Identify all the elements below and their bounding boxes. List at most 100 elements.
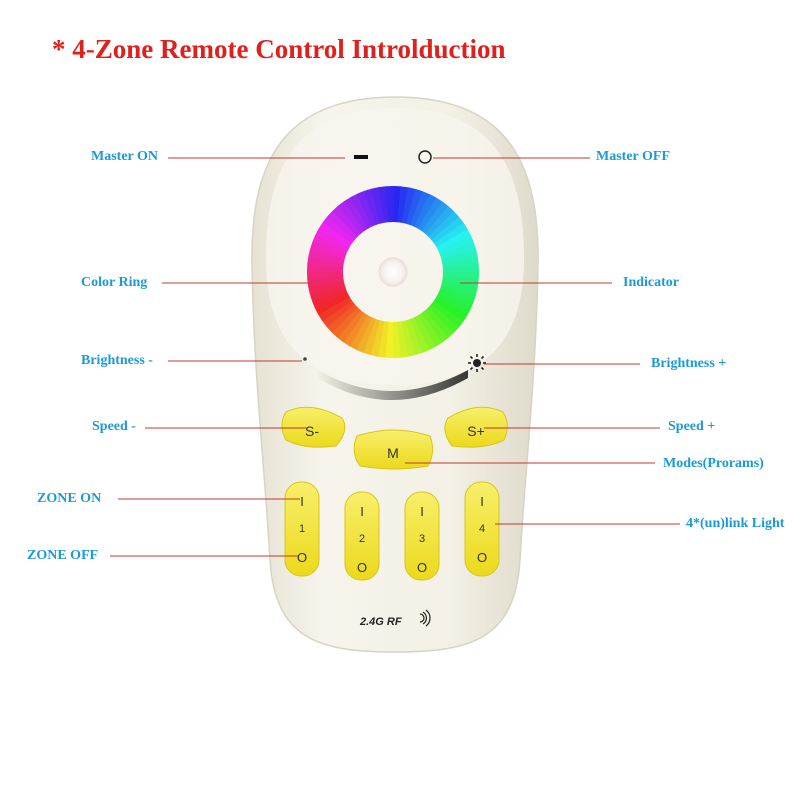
master-off-button-mark bbox=[418, 150, 432, 164]
color-ring-segment bbox=[337, 200, 365, 234]
color-ring-segment bbox=[442, 276, 479, 289]
zone-key-off-symbol: O bbox=[297, 550, 307, 565]
rf-label: 2.4G RF bbox=[359, 616, 402, 628]
color-ring-segment bbox=[326, 303, 358, 333]
color-ring-segment bbox=[436, 229, 472, 252]
color-ring-segment bbox=[433, 222, 469, 248]
color-ring-segment bbox=[314, 292, 350, 315]
color-ring-segment bbox=[425, 206, 455, 238]
color-ring-segment bbox=[427, 304, 459, 334]
speed-minus-key-label: S- bbox=[305, 423, 319, 439]
color-ring-segment bbox=[442, 272, 479, 281]
color-ring-segment bbox=[327, 210, 359, 240]
zone-key-number: 4 bbox=[479, 523, 485, 535]
color-ring-segment bbox=[308, 280, 345, 295]
label-brightness-plus: Brightness + bbox=[651, 356, 727, 371]
color-ring-segment bbox=[342, 312, 368, 347]
zone-key-on-symbol: I bbox=[420, 504, 424, 519]
master-on-button-mark bbox=[354, 155, 368, 159]
leader-lines bbox=[110, 157, 680, 557]
color-ring-segment bbox=[439, 284, 477, 303]
color-ring-segment bbox=[414, 194, 437, 230]
color-ring-segment bbox=[433, 297, 468, 323]
mode-key[interactable]: M bbox=[353, 429, 434, 470]
rf-wave-icon bbox=[419, 609, 431, 627]
zone-key-on-symbol: I bbox=[480, 494, 484, 509]
color-ring-segment bbox=[321, 300, 355, 328]
zone-key-number: 3 bbox=[419, 533, 425, 545]
color-ring-segment bbox=[424, 307, 454, 339]
label-zone-on: ZONE ON bbox=[37, 491, 102, 506]
color-ring-segment bbox=[376, 321, 389, 358]
label-brightness-minus: Brightness - bbox=[81, 353, 153, 368]
color-ring-segment bbox=[435, 293, 471, 316]
color-ring-segment bbox=[418, 197, 444, 232]
color-ring-segment bbox=[331, 306, 361, 338]
zone-key-off-symbol: O bbox=[357, 560, 367, 575]
color-ring-segment bbox=[409, 317, 430, 354]
label-master-on: Master ON bbox=[91, 149, 158, 164]
mode-key-label: M bbox=[387, 445, 399, 461]
label-speed-plus: Speed + bbox=[668, 419, 716, 434]
color-ring bbox=[307, 186, 479, 358]
color-ring-segment bbox=[397, 186, 410, 223]
color-ring-segment bbox=[428, 211, 460, 241]
indicator-light bbox=[378, 257, 408, 287]
color-ring-segment bbox=[421, 310, 449, 344]
color-ring-segment bbox=[401, 320, 416, 357]
color-ring-segment bbox=[307, 255, 344, 268]
color-ring-segment bbox=[369, 320, 385, 357]
brightness-minus-icon bbox=[303, 357, 307, 361]
color-ring-segment bbox=[385, 186, 395, 223]
speed-plus-key[interactable]: S+ bbox=[444, 406, 508, 448]
zone-key-1[interactable]: I 1O bbox=[284, 481, 320, 577]
color-ring-segment bbox=[362, 318, 381, 356]
color-ring-segment bbox=[308, 248, 345, 264]
zone-key-on-symbol: I bbox=[360, 504, 364, 519]
color-ring-segment bbox=[311, 288, 348, 309]
brightness-slider bbox=[318, 370, 468, 400]
diagram-title: * 4-Zone Remote Control Introlduction bbox=[52, 34, 506, 64]
color-ring-segment bbox=[315, 228, 351, 251]
color-ring-segment bbox=[430, 300, 464, 329]
color-ring-segment bbox=[401, 187, 417, 224]
color-ring-segment bbox=[410, 191, 431, 227]
zone-key-4[interactable]: I4O bbox=[464, 481, 500, 577]
color-ring-segment bbox=[421, 201, 450, 235]
color-ring-segment bbox=[417, 312, 443, 348]
zone-key-3[interactable]: I3O bbox=[404, 491, 440, 581]
speed-plus-key-label: S+ bbox=[467, 423, 485, 439]
color-ring-segment bbox=[442, 264, 479, 274]
zone-key-2[interactable]: I 2O bbox=[344, 491, 380, 581]
color-ring-segment bbox=[309, 241, 347, 260]
color-ring-segment bbox=[438, 289, 474, 310]
color-ring-segment bbox=[441, 280, 478, 296]
color-ring-segment bbox=[355, 317, 376, 353]
label-master-off: Master OFF bbox=[596, 149, 670, 164]
zone-key-number: 2 bbox=[359, 533, 365, 545]
color-ring-segment bbox=[441, 249, 478, 264]
color-ring-segment bbox=[307, 270, 344, 280]
color-ring-segment bbox=[312, 234, 348, 255]
color-ring-segment bbox=[350, 193, 373, 229]
zone-key-number: 1 bbox=[299, 523, 305, 535]
color-ring-segment bbox=[405, 318, 423, 356]
color-ring-segment bbox=[307, 263, 344, 272]
color-ring-segment bbox=[349, 314, 372, 350]
color-ring-segment bbox=[363, 188, 381, 226]
color-ring-segment bbox=[322, 215, 356, 244]
color-ring-segment bbox=[332, 205, 362, 237]
color-ring-segment bbox=[317, 296, 353, 322]
color-ring-segment bbox=[431, 216, 465, 244]
zone-key-on-symbol: I bbox=[300, 494, 304, 509]
label-indicator: Indicator bbox=[623, 275, 679, 290]
label-zone-off: ZONE OFF bbox=[27, 548, 99, 563]
color-ring-segment bbox=[318, 221, 353, 247]
color-ring-segment bbox=[438, 235, 475, 256]
speed-minus-key[interactable]: S- bbox=[281, 406, 346, 448]
label-speed-minus: Speed - bbox=[92, 419, 136, 434]
label-modes: Modes(Prorams) bbox=[663, 456, 764, 471]
color-ring-segment bbox=[391, 321, 401, 358]
